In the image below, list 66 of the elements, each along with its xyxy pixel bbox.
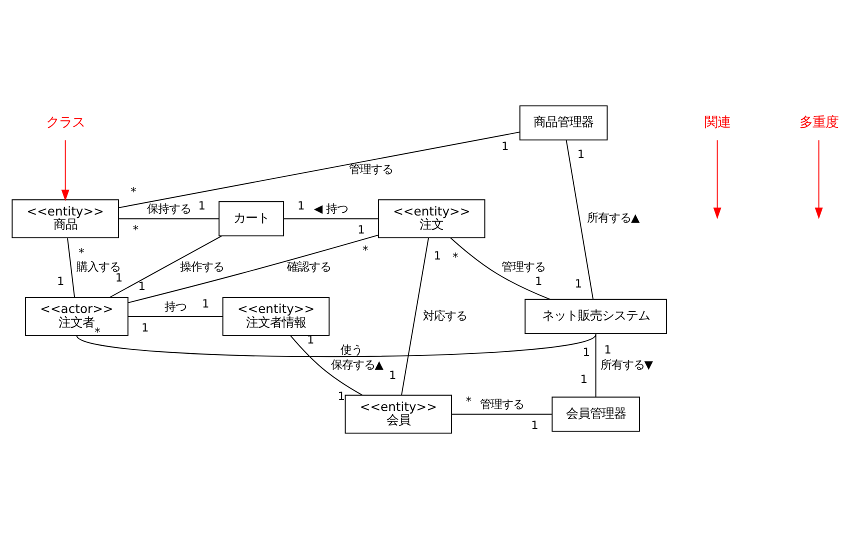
label: 1 (202, 296, 210, 310)
node-box: ネット販売システム (524, 298, 667, 334)
connector (401, 237, 429, 396)
label: * (78, 246, 84, 260)
label: 1 (531, 418, 538, 432)
label: 1 (502, 138, 509, 153)
edge-label: 所有する▼ (600, 357, 654, 372)
edge-label: 管理する (348, 162, 393, 176)
connector (118, 132, 520, 208)
label: 1 (535, 274, 542, 288)
connector (450, 237, 550, 300)
edge-label: 操作する (180, 260, 224, 274)
edge-label: 管理する (480, 397, 524, 412)
connector (290, 335, 363, 396)
node-box: カート (218, 201, 284, 236)
label: * (130, 184, 136, 199)
arrow (814, 140, 823, 220)
label: 1 (138, 278, 146, 293)
node-box: <<entity>> 注文 (378, 199, 486, 238)
label: 1 (582, 345, 590, 360)
label: 1 (198, 198, 206, 213)
node-box: 会員管理器 (552, 396, 640, 432)
label: 1 (574, 276, 582, 290)
label: 1 (604, 342, 612, 357)
node-box: <<entity>> 商品 (12, 199, 119, 238)
label: 1 (297, 198, 305, 213)
edge-label: 保持する (146, 202, 191, 216)
connector (128, 316, 224, 317)
node-text: 関連 (704, 115, 730, 130)
label: 1 (389, 368, 396, 382)
edge-label: ◀ 持つ (314, 202, 348, 216)
label: 1 (434, 248, 442, 263)
edge-label: 管理する (502, 260, 546, 274)
label: * (466, 394, 472, 408)
connector (76, 334, 596, 358)
arrow (713, 140, 722, 220)
arrow (61, 140, 70, 202)
label: 1 (577, 146, 585, 161)
connector (451, 414, 552, 415)
connector (284, 218, 379, 220)
connector (67, 238, 76, 298)
edge-label: 使う (340, 342, 362, 356)
label: 1 (142, 320, 149, 334)
node-text: クラス (46, 115, 85, 130)
label: * (362, 243, 368, 258)
connector (109, 235, 222, 298)
label: * (132, 222, 139, 237)
node-box: 商品管理器 (519, 105, 608, 140)
connector (595, 333, 596, 398)
label: 1 (580, 372, 588, 386)
edge-label: 所有する▲ (586, 210, 640, 225)
label: * (452, 250, 458, 264)
label: 1 (57, 274, 64, 288)
edge-label: 対応する (422, 308, 467, 322)
label: 1 (338, 388, 346, 403)
node-box: <<entity>> 会員 (344, 394, 452, 434)
label: * (94, 324, 100, 339)
connector (566, 140, 594, 300)
node-text: 多重度 (799, 115, 838, 130)
edge-label: 確認する (287, 260, 332, 274)
node-box: <<entity>> 注文者情報 (222, 297, 330, 336)
connector (118, 218, 220, 220)
edge-label: 持つ (164, 299, 186, 314)
label: 1 (358, 222, 365, 237)
connector (128, 234, 379, 304)
edge-label: 保存する▲ (330, 357, 384, 372)
